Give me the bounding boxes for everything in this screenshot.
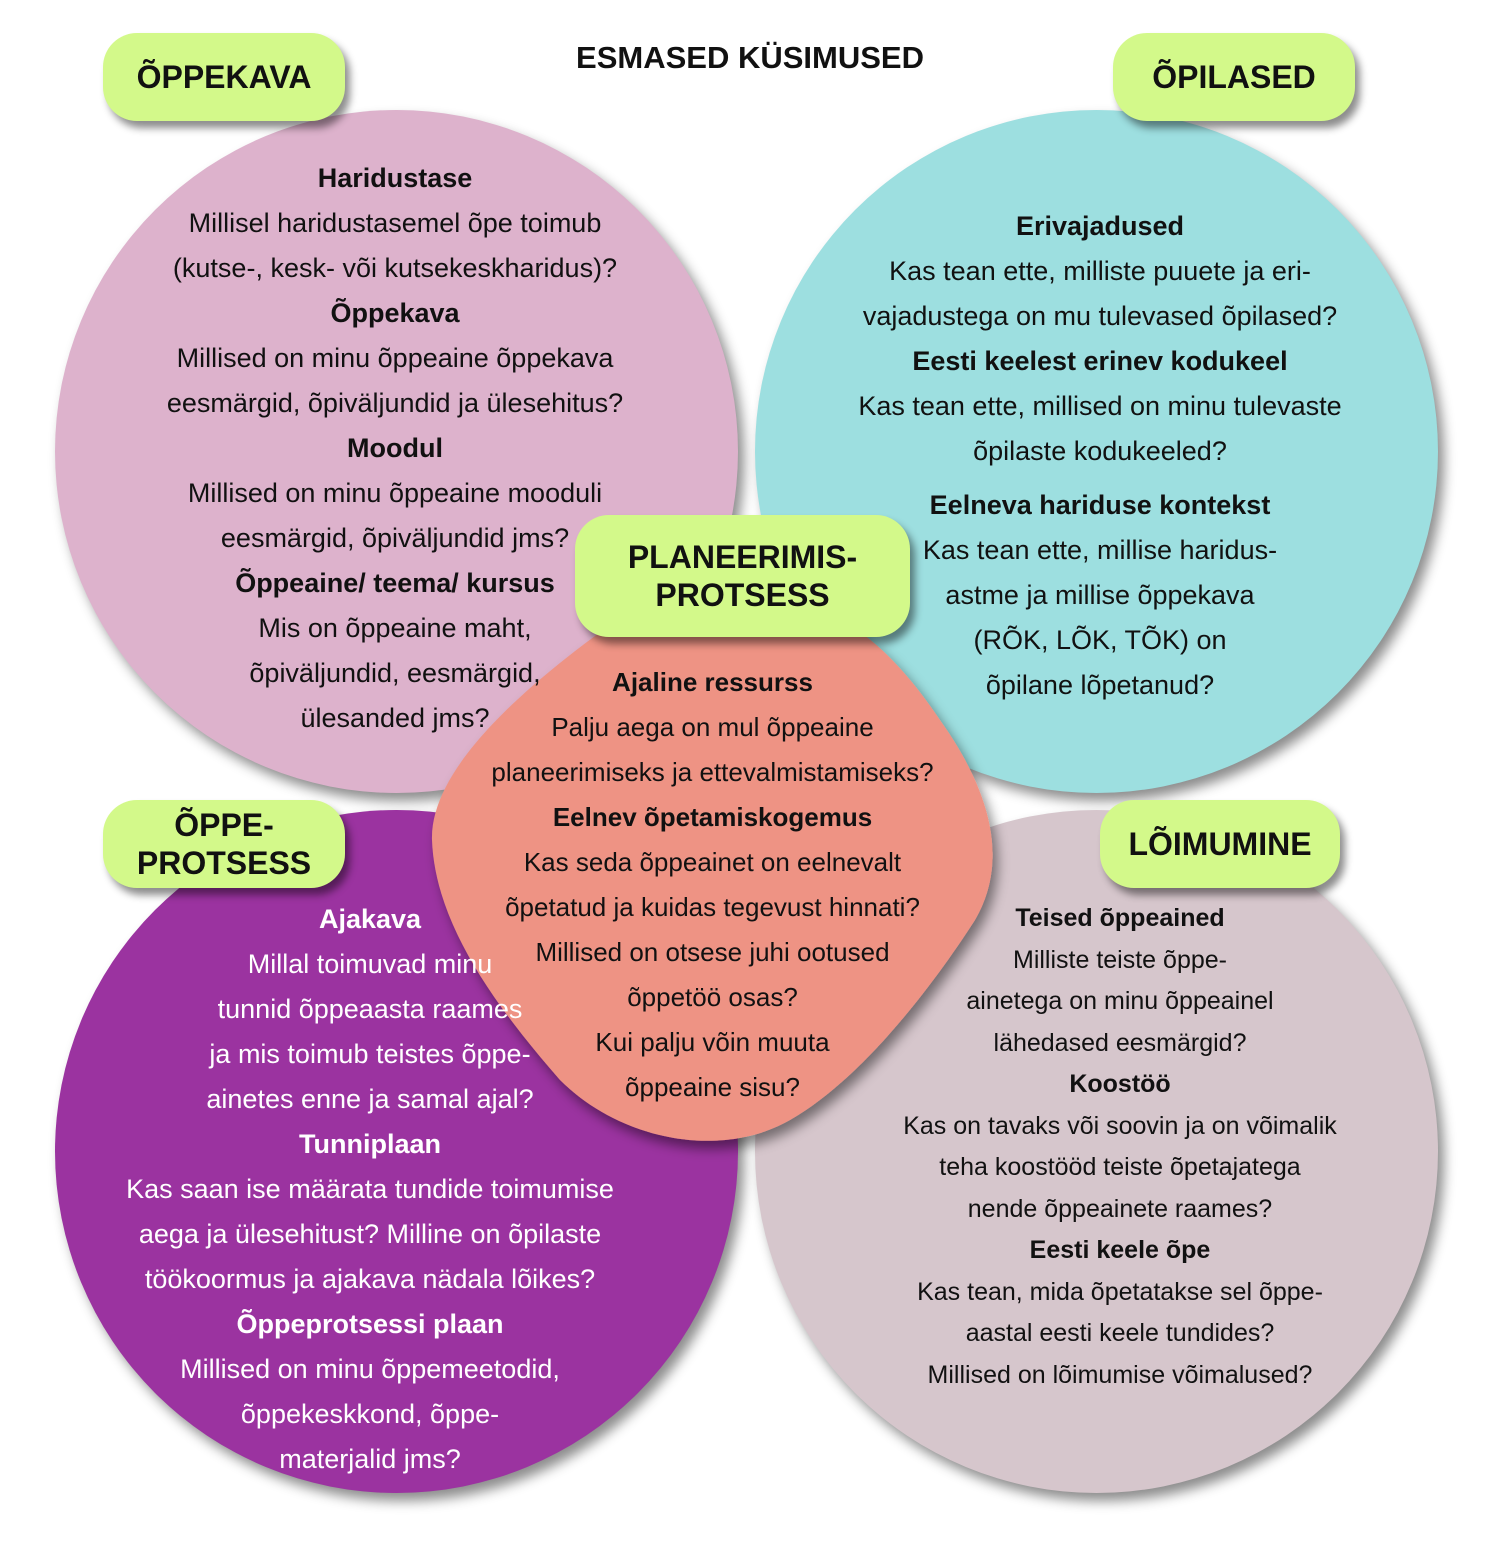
question-text: õpiväljundid, eesmärgid, (249, 658, 541, 688)
question-text: Kas tean, mida õpetatakse sel õppe- (917, 1277, 1323, 1306)
question-text: eesmärgid, õpiväljundid jms? (220, 523, 570, 553)
question-heading: Õppekava (330, 298, 460, 328)
question-text: ainetes enne ja samal ajal? (206, 1084, 534, 1114)
question-text: Millised on minu õppemeetodid, (180, 1354, 560, 1384)
question-text: Milliste teiste õppe- (1013, 945, 1227, 974)
label-line: ÕPPEKAVA (136, 59, 312, 95)
label-opilased: ÕPILASED (1113, 33, 1355, 121)
question-text: Kas tean ette, millised on minu tulevast… (858, 391, 1342, 421)
question-text: õpetatud ja kuidas tegevust hinnati? (505, 892, 920, 922)
question-text: Kas seda õppeainet on eelnevalt (523, 847, 902, 877)
label-line: PLANEERIMIS- (627, 539, 858, 575)
question-text: Millal toimuvad minu (247, 949, 493, 979)
label-loimumine: LÕIMUMINE (1100, 800, 1340, 888)
question-text: õppeaine sisu? (625, 1072, 800, 1102)
question-text: Millised on otsese juhi ootused (535, 937, 890, 967)
question-text: astme ja millise õppekava (945, 580, 1255, 610)
question-text: nende õppeainete raames? (967, 1194, 1273, 1223)
question-text: Palju aega on mul õppeaine (551, 712, 874, 742)
question-text: planeerimiseks ja ettevalmistamiseks? (491, 757, 934, 787)
question-text: õppekeskkond, õppe- (240, 1399, 500, 1429)
question-heading: Tunniplaan (299, 1129, 441, 1159)
diagram-title: ESMASED KÜSIMUSED (576, 40, 924, 75)
question-text: lähedased eesmärgid? (993, 1028, 1247, 1057)
question-text: (RÕK, LÕK, TÕK) on (973, 625, 1227, 655)
question-text: Millised on minu õppeaine mooduli (187, 478, 603, 508)
question-text: aega ja ülesehitust? Milline on õpilaste (138, 1219, 602, 1249)
question-text: õppetöö osas? (627, 982, 798, 1012)
label-oppekava: ÕPPEKAVA (103, 33, 345, 121)
question-text: Kas on tavaks või soovin ja on võimalik (903, 1111, 1337, 1140)
question-heading: Eelneva hariduse kontekst (929, 490, 1271, 520)
question-heading: Koostöö (1069, 1070, 1171, 1098)
question-text: Kas tean ette, milliste puuete ja eri- (889, 256, 1311, 286)
question-text: Kui palju võin muuta (595, 1027, 830, 1057)
question-heading: Õppeaine/ teema/ kursus (235, 568, 555, 598)
question-text: Millised on minu õppeaine õppekava (176, 343, 614, 373)
label-line: LÕIMUMINE (1128, 826, 1312, 862)
question-heading: Eesti keele õpe (1029, 1236, 1211, 1264)
question-text: Millised on lõimumise võimalused? (927, 1360, 1313, 1389)
question-text: õpilane lõpetanud? (985, 670, 1215, 700)
question-text: Kas tean ette, millise haridus- (922, 535, 1278, 565)
question-text: õpilaste kodukeeled? (973, 436, 1227, 466)
question-text: Millisel haridustasemel õpe toimub (188, 208, 602, 238)
question-text: aastal eesti keele tundides? (965, 1319, 1275, 1347)
question-heading: Õppeprotsessi plaan (236, 1309, 504, 1339)
question-text: (kutse-, kesk- või kutsekeskharidus)? (172, 253, 618, 283)
question-text: teha koostööd teiste õpetajatega (939, 1153, 1301, 1181)
question-text: Mis on õppeaine maht, (258, 613, 532, 643)
question-text: ülesanded jms? (300, 703, 490, 733)
question-text: tunnid õppeaasta raames (217, 994, 523, 1024)
question-heading: Teised õppeained (1015, 904, 1225, 932)
question-text: Kas saan ise määrata tundide toimumise (126, 1174, 614, 1204)
label-planeerimisprotsess: PLANEERIMIS-PROTSESS (575, 515, 910, 637)
question-heading: Haridustase (317, 163, 473, 193)
question-heading: Eelnev õpetamiskogemus (552, 802, 873, 832)
question-text: ja mis toimub teistes õppe- (209, 1039, 531, 1069)
question-text: ainetega on minu õppeainel (966, 987, 1274, 1015)
label-line: PROTSESS (136, 845, 312, 881)
question-heading: Erivajadused (1015, 211, 1185, 241)
question-heading: Eesti keelest erinev kodukeel (912, 346, 1288, 376)
question-text: eesmärgid, õpiväljundid ja ülesehitus? (166, 388, 624, 418)
question-heading: Moodul (347, 433, 443, 463)
question-text: vajadustega on mu tulevased õpilased? (862, 301, 1338, 331)
question-text: materjalid jms? (279, 1444, 461, 1474)
label-line: ÕPILASED (1152, 59, 1316, 95)
question-heading: Ajakava (318, 904, 422, 934)
question-heading: Ajaline ressurss (612, 667, 813, 697)
label-line: ÕPPE- (174, 807, 274, 843)
question-text: töökoormus ja ajakava nädala lõikes? (144, 1264, 596, 1294)
label-oppeprotsess: ÕPPE-PROTSESS (103, 800, 345, 888)
label-line: PROTSESS (655, 577, 830, 613)
